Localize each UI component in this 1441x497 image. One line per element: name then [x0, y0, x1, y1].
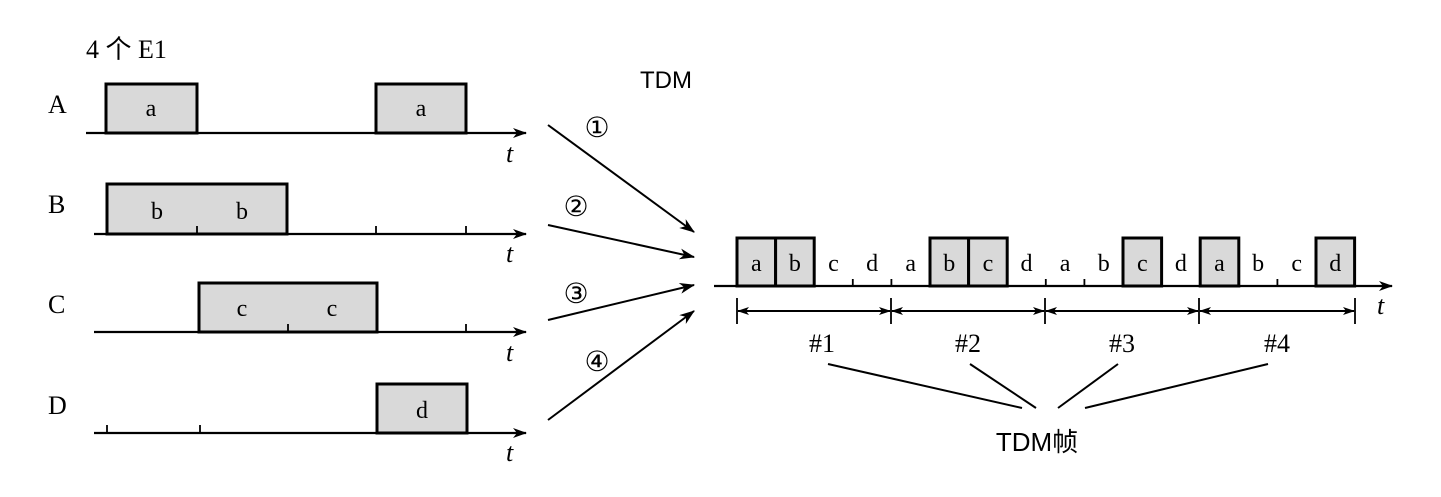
- frame-markers: #1 #2 #3 #4 TDM帧: [736, 298, 1356, 457]
- row-c-slot-1-label: c: [237, 296, 248, 322]
- tdm-slot-label: b: [1252, 251, 1264, 277]
- row-d-time-label: t: [506, 438, 514, 467]
- tdm-slot-label: a: [1214, 251, 1225, 277]
- mux-arrows: ① ② ③ ④: [547, 113, 696, 421]
- tdm-slot-label: c: [1137, 251, 1148, 277]
- row-a-slot-2-label: a: [416, 96, 427, 122]
- arrow-4-label: ④: [584, 347, 609, 378]
- tdm-slot-box: [1121, 236, 1164, 288]
- row-c-time-label: t: [506, 338, 514, 367]
- row-b-time-label: t: [506, 239, 514, 268]
- row-b-slot: [105, 182, 289, 236]
- input-row-d: D d t: [48, 382, 527, 467]
- row-b-slot-1-label: b: [151, 199, 163, 225]
- leader-1: [827, 363, 1023, 409]
- row-a-label: A: [48, 90, 67, 119]
- tdm-slot-label: d: [866, 251, 878, 277]
- arrow-1-label: ①: [584, 113, 609, 144]
- arrow-3-label: ③: [563, 279, 588, 310]
- row-a-time-label: t: [506, 139, 514, 168]
- arrow-2: [547, 224, 696, 260]
- tdm-slot-label: d: [1175, 251, 1187, 277]
- row-b-slot-2-label: b: [236, 199, 248, 225]
- leader-4: [1084, 363, 1269, 409]
- arrow-1: [547, 124, 695, 233]
- input-row-c: C c c t: [48, 281, 527, 367]
- tdm-label: TDM: [640, 67, 692, 94]
- row-c-label: C: [48, 290, 65, 319]
- leader-2: [969, 363, 1037, 409]
- row-d-slot-label: d: [416, 398, 428, 424]
- frame-caption: TDM帧: [996, 427, 1078, 457]
- row-a-slot-1: [104, 82, 199, 135]
- row-d-label: D: [48, 391, 67, 420]
- tdm-slot-box: [1198, 236, 1241, 288]
- row-c-slot-2-label: c: [327, 296, 338, 322]
- tdm-slot-label: c: [1291, 251, 1302, 277]
- row-b-label: B: [48, 190, 65, 219]
- arrow-2-label: ②: [563, 192, 588, 223]
- tdm-output-stream: t a b c d a b c d a b c d a b c d: [714, 236, 1393, 320]
- tdm-slot-label: b: [789, 251, 801, 277]
- tdm-slot-label: a: [1060, 251, 1071, 277]
- row-d-slot: [375, 382, 469, 435]
- tdm-slot-label: b: [943, 251, 955, 277]
- frame-2-label: #2: [955, 329, 981, 358]
- input-row-a: A a a t: [48, 82, 527, 168]
- tdm-slot-label: b: [1098, 251, 1110, 277]
- tdm-slot-box: [928, 236, 971, 288]
- arrow-4: [547, 310, 695, 421]
- frame-4-label: #4: [1264, 329, 1290, 358]
- tdm-slot-box: [1314, 236, 1357, 288]
- frame-3-label: #3: [1109, 329, 1135, 358]
- row-a-slot-1-label: a: [146, 96, 157, 122]
- tdm-slot-label: c: [983, 251, 994, 277]
- tdm-time-label: t: [1377, 291, 1385, 320]
- diagram-title: 4 个 E1: [86, 35, 167, 64]
- tdm-slot-box: [774, 236, 816, 288]
- leader-3: [1057, 363, 1119, 409]
- input-row-b: B b b t: [48, 182, 527, 268]
- tdm-slot-label: d: [1021, 251, 1033, 277]
- tdm-slot-label: d: [1329, 251, 1341, 277]
- tdm-slot-label: c: [828, 251, 839, 277]
- tdm-slot-box: [967, 236, 1009, 288]
- tdm-slot-label: a: [751, 251, 762, 277]
- row-a-slot-2: [374, 82, 468, 135]
- arrow-3: [547, 282, 696, 321]
- frame-1-label: #1: [809, 329, 835, 358]
- tdm-slot-label: a: [905, 251, 916, 277]
